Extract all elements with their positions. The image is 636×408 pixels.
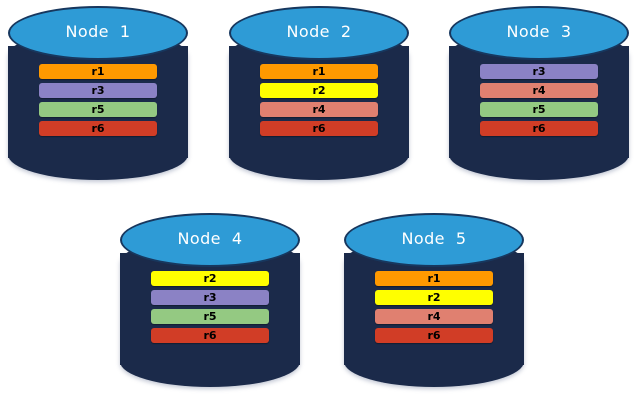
database-node-2: Node 2 r1 r2 r4 r6 bbox=[229, 4, 409, 190]
replica-bar: r5 bbox=[39, 102, 157, 117]
replica-bar: r4 bbox=[375, 309, 493, 324]
replica-bar: r2 bbox=[375, 290, 493, 305]
replica-bar: r4 bbox=[260, 102, 378, 117]
replica-bar: r3 bbox=[151, 290, 269, 305]
replica-bar: r2 bbox=[260, 83, 378, 98]
replica-bar: r6 bbox=[260, 121, 378, 136]
replica-bar: r1 bbox=[39, 64, 157, 79]
replica-list: r1 r2 r4 r6 bbox=[260, 64, 378, 136]
replica-list: r1 r3 r5 r6 bbox=[39, 64, 157, 136]
replica-bar: r3 bbox=[480, 64, 598, 79]
replica-bar: r5 bbox=[480, 102, 598, 117]
replica-bar: r4 bbox=[480, 83, 598, 98]
node-label: Node 4 bbox=[177, 229, 243, 248]
replica-list: r2 r3 r5 r6 bbox=[151, 271, 269, 343]
replica-bar: r6 bbox=[480, 121, 598, 136]
node-label: Node 5 bbox=[401, 229, 467, 248]
replica-bar: r6 bbox=[151, 328, 269, 343]
replica-bar: r3 bbox=[39, 83, 157, 98]
node-label: Node 2 bbox=[286, 22, 352, 41]
replica-list: r3 r4 r5 r6 bbox=[480, 64, 598, 136]
replica-bar: r1 bbox=[375, 271, 493, 286]
cylinder-top-ellipse bbox=[344, 213, 524, 267]
replica-bar: r1 bbox=[260, 64, 378, 79]
node-label: Node 1 bbox=[65, 22, 131, 41]
replica-bar: r6 bbox=[375, 328, 493, 343]
cylinder-top-ellipse bbox=[229, 6, 409, 60]
node-label: Node 3 bbox=[506, 22, 572, 41]
replica-bar: r2 bbox=[151, 271, 269, 286]
database-node-3: Node 3 r3 r4 r5 r6 bbox=[449, 4, 629, 190]
database-node-4: Node 4 r2 r3 r5 r6 bbox=[120, 211, 300, 397]
cylinder-top-ellipse bbox=[8, 6, 188, 60]
replica-list: r1 r2 r4 r6 bbox=[375, 271, 493, 343]
database-node-5: Node 5 r1 r2 r4 r6 bbox=[344, 211, 524, 397]
cylinder-top-ellipse bbox=[449, 6, 629, 60]
replica-bar: r5 bbox=[151, 309, 269, 324]
cylinder-top-ellipse bbox=[120, 213, 300, 267]
database-node-1: Node 1 r1 r3 r5 r6 bbox=[8, 4, 188, 190]
replica-bar: r6 bbox=[39, 121, 157, 136]
